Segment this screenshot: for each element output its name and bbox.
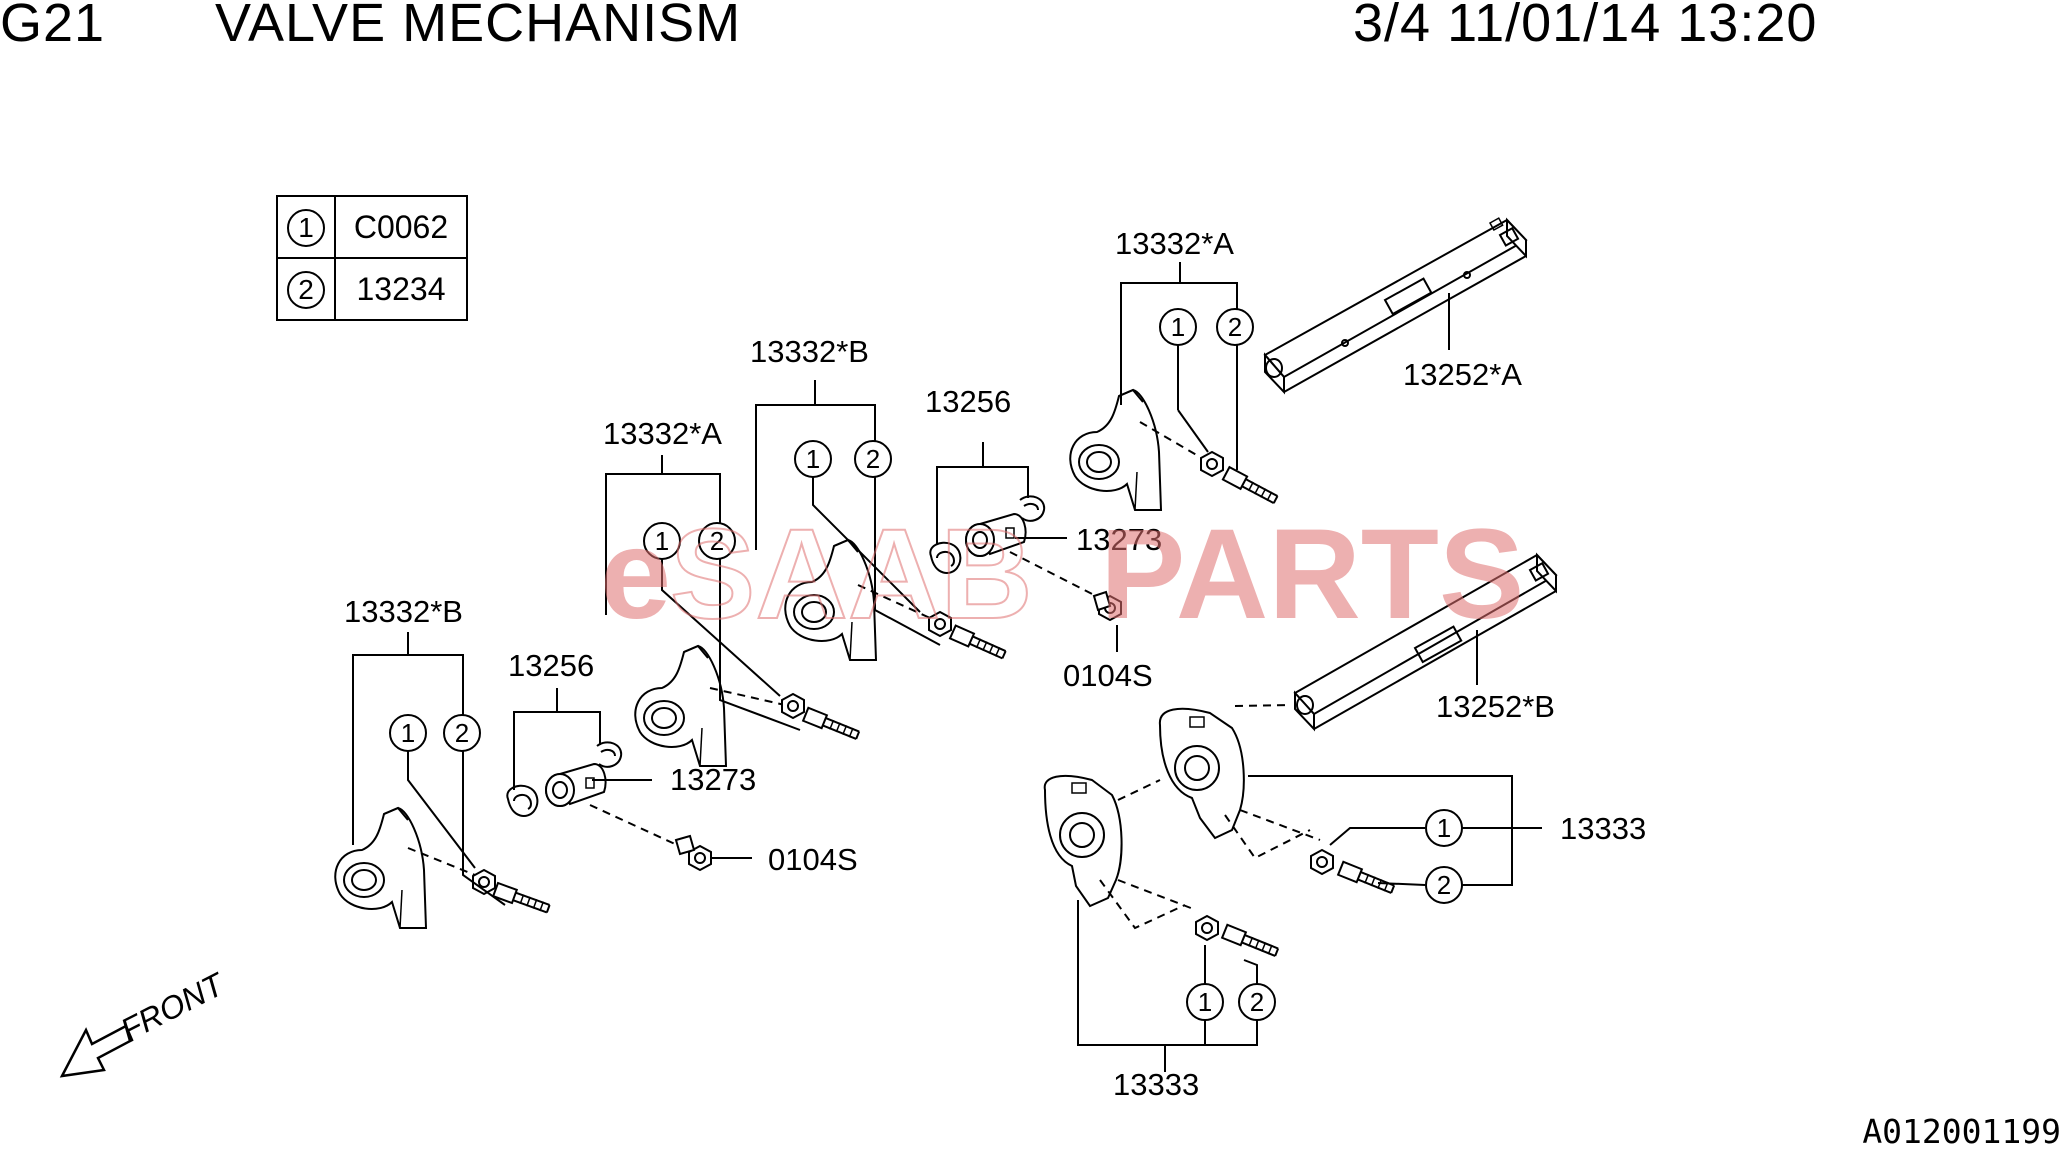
- diagram-code: G21: [0, 0, 106, 53]
- legend-row: 1 C0062: [276, 195, 468, 259]
- callout-13256-lower: 13256: [508, 648, 601, 790]
- spring-spacer-upper[interactable]: [929, 495, 1122, 621]
- circle-callout-1: [1159, 308, 1197, 346]
- callout-13332b-mid: 1 2 13332*B: [750, 334, 941, 646]
- callout-13332a-top: 1 2 13332*A: [1115, 226, 1254, 470]
- callout-0104s-lower: 0104S: [712, 842, 858, 877]
- callout-13332a-mid: 1 2 13332*A: [603, 416, 801, 731]
- part-label[interactable]: 13256: [925, 384, 1011, 419]
- rocker-assembly-13333-right[interactable]: [1158, 707, 1397, 897]
- rocker-arm-13332a-top[interactable]: [1069, 389, 1280, 511]
- callout-13252a: 13252*A: [1403, 293, 1522, 392]
- part-label[interactable]: 13273: [670, 762, 756, 797]
- part-label[interactable]: 0104S: [768, 842, 858, 877]
- circle-callout-2: [1216, 308, 1254, 346]
- callout-13252b: 13252*B: [1436, 630, 1555, 724]
- rocker-assembly-13333-bottom[interactable]: [1043, 704, 1291, 960]
- legend-key-circle: 1: [287, 208, 325, 247]
- circle-callout-label: 1: [655, 526, 669, 556]
- legend-key-circle: 2: [287, 270, 325, 309]
- front-label: FRONT: [115, 965, 232, 1048]
- circle-callout-label: 2: [1228, 312, 1242, 342]
- legend-row: 2 13234: [276, 257, 468, 321]
- part-label[interactable]: 13332*A: [1115, 226, 1234, 261]
- part-label[interactable]: 13273: [1076, 522, 1162, 557]
- part-label[interactable]: 13332*B: [750, 334, 869, 369]
- circle-callout-label: 1: [1437, 813, 1451, 843]
- esaabparts-watermark: e SAAB PARTS: [600, 502, 1524, 647]
- part-label[interactable]: 13332*A: [603, 416, 722, 451]
- spring-spacer-lower[interactable]: [506, 741, 712, 871]
- rocker-shaft-b[interactable]: [1293, 552, 1558, 732]
- circle-callout-label: 2: [1437, 870, 1451, 900]
- part-label[interactable]: 13256: [508, 648, 594, 683]
- circle-callout-label: 1: [401, 718, 415, 748]
- circle-callout-label: 1: [806, 444, 820, 474]
- circle-callout-label: 1: [1171, 312, 1185, 342]
- callout-0104s-upper: 0104S: [1063, 625, 1153, 693]
- part-label[interactable]: 13332*B: [344, 594, 463, 629]
- rocker-shaft-a[interactable]: [1263, 217, 1528, 395]
- part-label[interactable]: 13333: [1560, 811, 1646, 846]
- part-label[interactable]: 13333: [1113, 1067, 1199, 1102]
- callout-13273-lower: 13273: [592, 762, 756, 797]
- circle-callout-label: 2: [710, 526, 724, 556]
- callout-13256-upper: 13256: [925, 384, 1029, 545]
- part-label[interactable]: 13252*B: [1436, 689, 1555, 724]
- part-label[interactable]: 0104S: [1063, 658, 1153, 693]
- circle-callout-label: 1: [1198, 987, 1212, 1017]
- legend-part-number[interactable]: 13234: [334, 257, 468, 321]
- circle-callout-label: 2: [1250, 987, 1264, 1017]
- watermark-e: e: [600, 503, 671, 646]
- legend-part-number[interactable]: C0062: [334, 195, 468, 259]
- callout-13332b-left: 1 2 13332*B: [344, 594, 506, 906]
- callout-13333-right: 1 2 13333: [1248, 775, 1646, 904]
- rocker-arm-13332a-mid[interactable]: [634, 645, 862, 767]
- circle-callout-label: 2: [866, 444, 880, 474]
- legend-table: 1 C0062 2 13234: [276, 195, 468, 321]
- page-title: VALVE MECHANISM: [215, 0, 742, 53]
- front-direction-arrow: FRONT: [59, 965, 232, 1078]
- reference-id: A012001199: [1862, 1112, 2061, 1151]
- watermark-parts: PARTS: [1100, 503, 1524, 646]
- callout-13273-upper: 13273: [1015, 522, 1162, 557]
- callout-13333-bottom: 1 2 13333: [1077, 900, 1276, 1102]
- circle-callout-label: 2: [455, 718, 469, 748]
- part-label[interactable]: 13252*A: [1403, 357, 1522, 392]
- page-timestamp: 3/4 11/01/14 13:20: [1353, 0, 1818, 53]
- watermark-saab: SAAB: [670, 503, 1033, 646]
